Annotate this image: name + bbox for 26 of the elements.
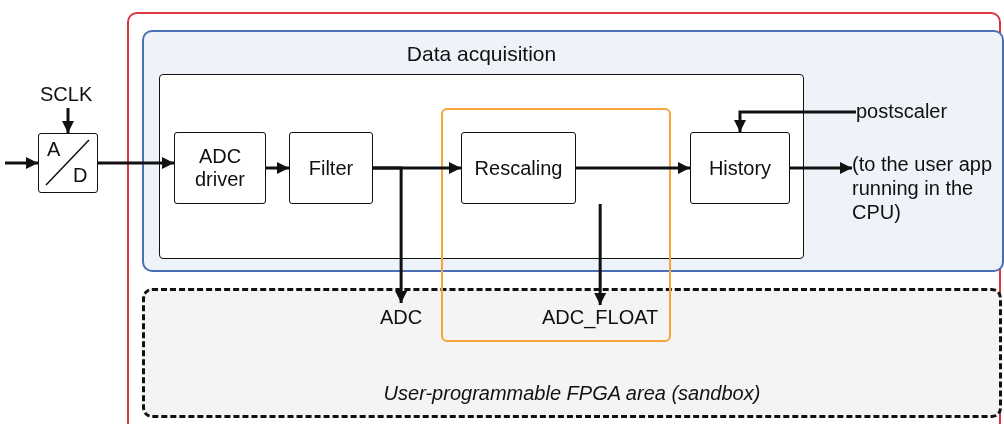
arrow (62, 108, 74, 133)
group-title: Data acquisition (405, 42, 558, 66)
signal-label: ADC (380, 305, 423, 331)
process-box: Rescaling (461, 132, 576, 204)
note-text: (to the user app running in the CPU) (852, 152, 1002, 224)
arrow (594, 204, 607, 305)
arrow (734, 110, 856, 132)
region-panel (142, 30, 1004, 272)
signal-label: SCLK (40, 82, 93, 108)
region-outline (127, 12, 1001, 424)
arrow (373, 166, 408, 303)
arrow (576, 162, 690, 174)
converter-label: D (73, 164, 88, 187)
converter-box (38, 133, 98, 193)
region-panel (142, 288, 1002, 418)
signal-label: ADC_FLOAT (542, 305, 659, 331)
process-box: Filter (289, 132, 373, 204)
arrow (98, 157, 174, 169)
region-title: User-programmable FPGA area (sandbox) (382, 382, 762, 405)
arrow (5, 157, 38, 169)
process-box: History (690, 132, 790, 204)
arrow (266, 162, 289, 174)
arrow (790, 162, 852, 174)
signal-label: postscaler (856, 99, 948, 125)
converter-label: A (47, 138, 61, 161)
process-box: ADC driver (174, 132, 266, 204)
